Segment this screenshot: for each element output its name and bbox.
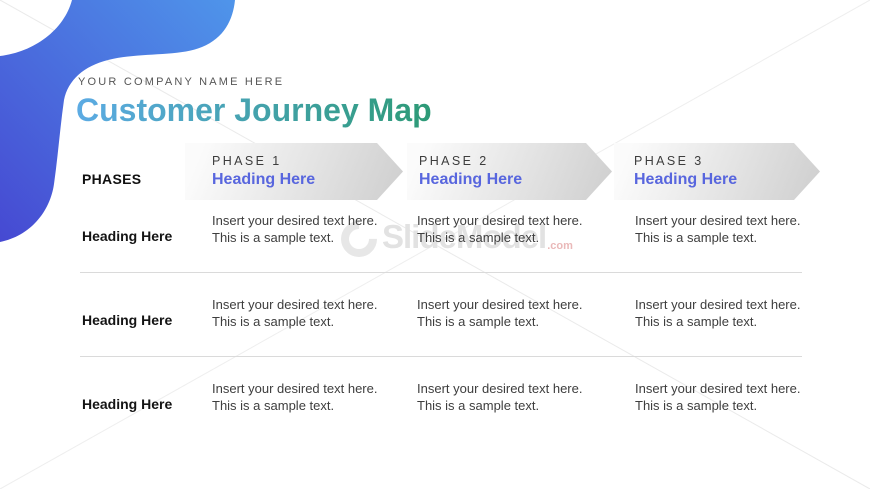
- row-heading: Heading Here: [82, 396, 173, 412]
- table-row: Heading Here Insert your desired text he…: [0, 375, 870, 441]
- row-cell: Insert your desired text here. This is a…: [635, 297, 801, 329]
- row-cell: Insert your desired text here. This is a…: [417, 213, 583, 245]
- row-heading: Heading Here: [82, 312, 173, 328]
- watermark-tld: .com: [547, 240, 573, 252]
- row-cell: Insert your desired text here. This is a…: [212, 213, 378, 245]
- row-cell: Insert your desired text here. This is a…: [635, 381, 801, 413]
- phase-arrow-3: PHASE 3 Heading Here: [614, 143, 820, 200]
- watermark: SlideModel .com: [333, 213, 573, 265]
- phase-arrow-2: PHASE 2 Heading Here: [407, 143, 612, 200]
- company-name: YOUR COMPANY NAME HERE: [78, 76, 285, 88]
- row-cell: Insert your desired text here. This is a…: [417, 297, 583, 329]
- phase-3-label: PHASE 3: [634, 154, 704, 168]
- row-cell: Insert your desired text here. This is a…: [417, 381, 583, 413]
- row-cell: Insert your desired text here. This is a…: [212, 381, 378, 413]
- table-row: Heading Here Insert your desired text he…: [0, 207, 870, 273]
- phase-arrow-1: PHASE 1 Heading Here: [185, 143, 403, 200]
- row-divider: [80, 272, 802, 273]
- row-cell: Insert your desired text here. This is a…: [635, 213, 801, 245]
- phase-3-heading: Heading Here: [634, 171, 738, 188]
- row-divider: [80, 356, 802, 357]
- phase-1-label: PHASE 1: [212, 154, 282, 168]
- watermark-text: SlideModel: [382, 218, 547, 255]
- phase-2-label: PHASE 2: [419, 154, 489, 168]
- row-cell: Insert your desired text here. This is a…: [212, 297, 378, 329]
- phases-corner-label: PHASES: [82, 171, 142, 187]
- row-heading: Heading Here: [82, 228, 173, 244]
- phase-1-heading: Heading Here: [212, 171, 316, 188]
- table-row: Heading Here Insert your desired text he…: [0, 291, 870, 357]
- corner-decoration-shape: [0, 0, 235, 242]
- slide-title: Customer Journey Map: [76, 92, 432, 128]
- phase-2-heading: Heading Here: [419, 171, 523, 188]
